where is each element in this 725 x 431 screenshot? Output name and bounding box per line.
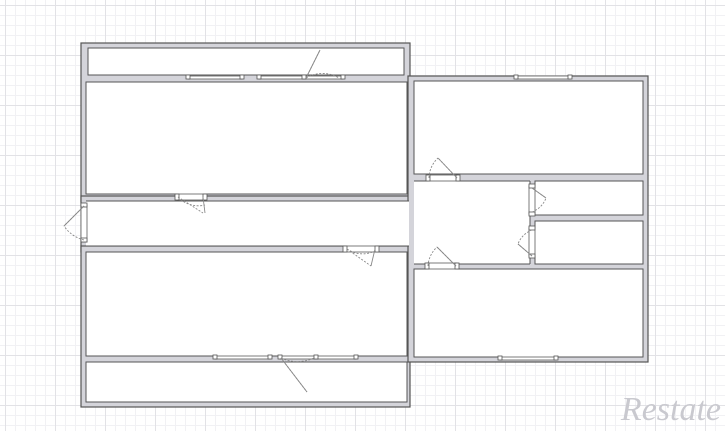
wall-opening-right-bottom (426, 262, 458, 270)
room-bottom-strip (85, 361, 408, 403)
room-right-small-2 (534, 220, 644, 265)
wall-opening-corridor-bottom (344, 245, 378, 253)
room-lower-large (85, 251, 408, 357)
corridor (86, 201, 409, 246)
room-top-strip (87, 47, 405, 76)
window-bottom-wall (214, 355, 357, 360)
room-right-bottom (413, 268, 644, 358)
door-swings (63, 49, 547, 393)
watermark-logo: Restate (620, 391, 721, 428)
room-right-small-1 (534, 180, 644, 216)
window-right-top-wall (515, 75, 571, 80)
wall-opening-right-top (427, 174, 459, 182)
window-top-wall (187, 75, 344, 80)
wall-opening-left (80, 204, 88, 243)
opening-markers (80, 74, 573, 361)
right-corridor (414, 181, 530, 264)
room-right-top (413, 80, 644, 175)
room-upper-large (85, 81, 408, 195)
window-right-bottom-wall (499, 356, 557, 361)
